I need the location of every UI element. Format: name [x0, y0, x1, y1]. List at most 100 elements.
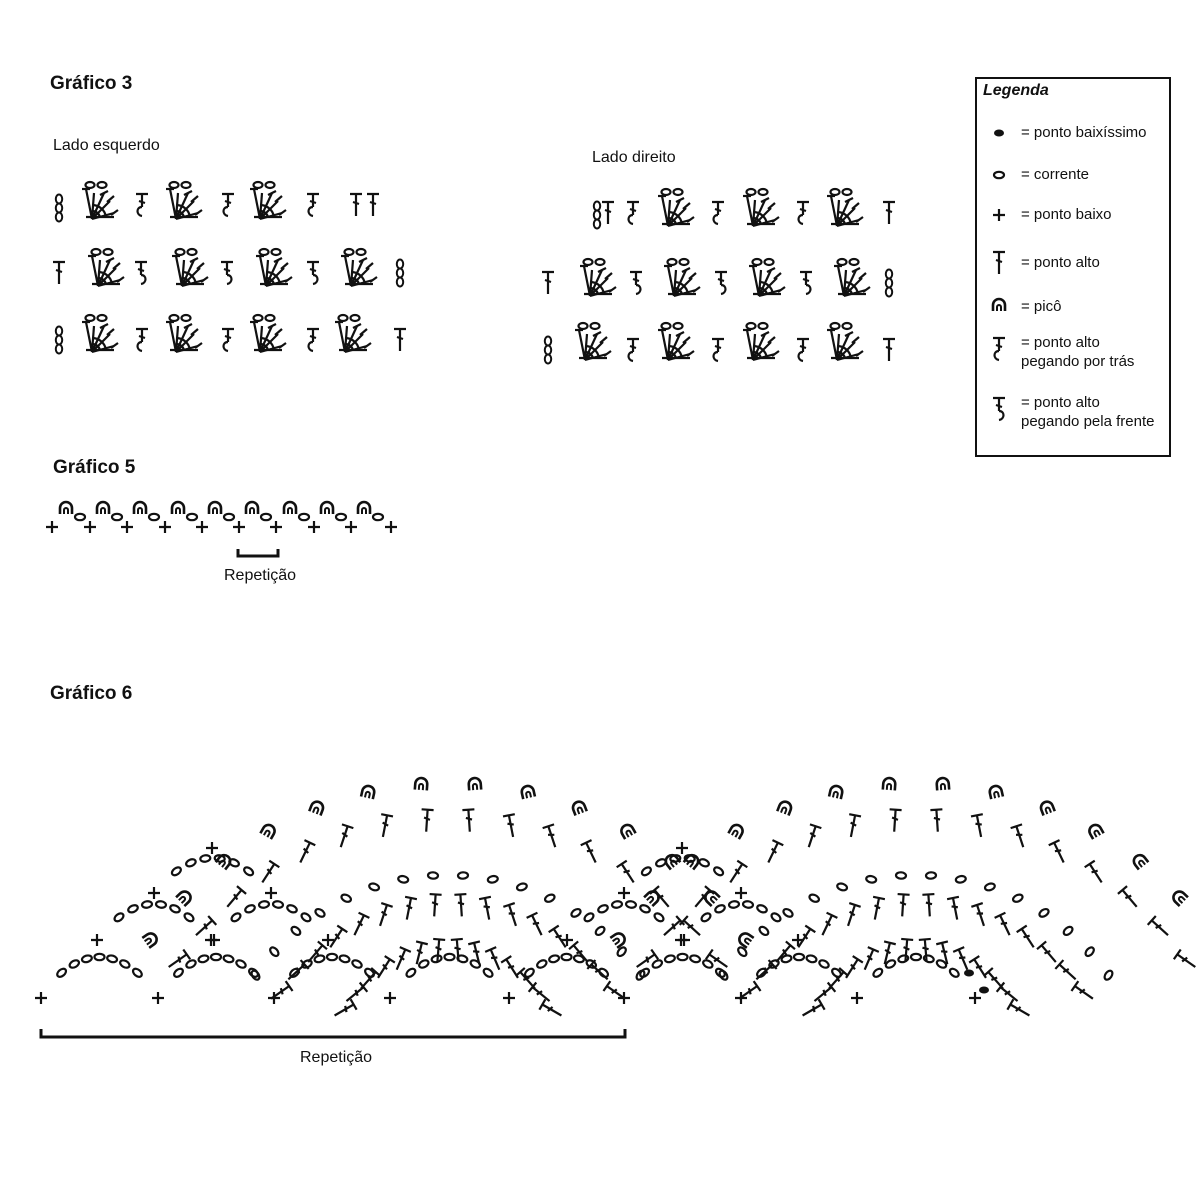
double-crochet-stitch: [1035, 940, 1062, 968]
chain-stitch: [288, 924, 303, 938]
single-crochet-stitch: [146, 885, 162, 901]
double-crochet-stitch: [1015, 924, 1040, 952]
chain-stitch: [80, 953, 94, 965]
chain-stitch: [697, 856, 712, 869]
double-crochet-stitch: [887, 808, 903, 834]
double-crochet-stitch: [839, 954, 864, 983]
picot-stitch: [987, 783, 1005, 801]
double-crochet-stitch: [968, 954, 993, 983]
double-crochet-stitch: [221, 885, 248, 912]
picot-stitch: [727, 821, 747, 841]
double-crochet-stitch: [525, 911, 549, 939]
chain-stitch: [780, 906, 796, 920]
chain-stitch: [1082, 944, 1097, 959]
picot-stitch: [617, 821, 637, 841]
chain-stitch: [816, 957, 832, 971]
double-crochet-stitch: [293, 838, 317, 867]
chain-stitch: [651, 910, 667, 924]
legend-item-double-crochet: = ponto alto: [983, 249, 1169, 289]
double-crochet-stitch: [390, 946, 412, 974]
chain-stitch: [267, 944, 282, 959]
picot-stitch: [1169, 887, 1190, 908]
legend-item-slip-stitch: = ponto baixíssimo: [983, 123, 1169, 163]
chain-stitch: [568, 906, 584, 920]
chain-stitch: [560, 952, 573, 962]
double-crochet-stitch: [283, 958, 310, 985]
chain-stitch: [93, 952, 106, 962]
picot-stitch: [140, 929, 161, 950]
chain-stitch: [624, 899, 638, 910]
chart3-right-label: Lado direito: [592, 149, 676, 166]
double-crochet-stitch: [579, 838, 603, 867]
chart6-pattern: [33, 776, 1200, 1022]
double-crochet-stitch: [501, 813, 521, 840]
chain-stitch: [443, 952, 456, 962]
chain-stitch: [954, 874, 968, 885]
chain-stitch: [688, 953, 702, 965]
double-crochet-stitch: [801, 823, 823, 851]
single-crochet-stitch: [733, 885, 749, 901]
double-crochet-stitch: [427, 892, 443, 918]
chain-stitch: [638, 902, 652, 915]
single-crochet-stitch: [674, 840, 690, 856]
back-post-dc-icon: [991, 336, 1007, 362]
chain-stitch: [168, 902, 182, 915]
picot-stitch: [359, 783, 377, 801]
chain-stitch: [870, 966, 885, 980]
chart3-left-grid: [51, 180, 408, 355]
double-crochet-stitch: [373, 901, 394, 929]
double-crochet-stitch: [1172, 948, 1200, 974]
chain-stitch: [198, 853, 212, 864]
chain-stitch: [804, 953, 819, 965]
slip-stitch: [964, 969, 974, 977]
chain-stitch: [922, 953, 936, 965]
chain-stitch: [416, 957, 431, 971]
picot-stitch: [735, 929, 756, 950]
chain-stitch: [650, 957, 665, 971]
chart6-repeat-label: Repetição: [300, 1049, 373, 1066]
double-crochet-stitch: [921, 892, 937, 918]
single-crochet-stitch: [263, 885, 279, 901]
front-post-dc-icon: [991, 396, 1007, 422]
picot-icon: [991, 297, 1007, 313]
chain-stitch: [105, 953, 119, 965]
double-crochet-stitch: [266, 980, 294, 1005]
double-crochet-stitch: [1047, 838, 1071, 867]
single-crochet-icon: [991, 207, 1007, 223]
chain-stitch: [755, 902, 769, 915]
chain-stitch: [515, 881, 529, 893]
chain-stitch: [271, 899, 285, 910]
double-crochet-stitch: [841, 901, 862, 929]
chart5-row: [44, 500, 399, 558]
chain-stitch: [1061, 924, 1076, 938]
double-crochet-stitch: [347, 911, 371, 939]
single-crochet-stitch: [616, 885, 632, 901]
single-crochet-stitch: [849, 990, 865, 1006]
chain-stitch: [312, 953, 327, 965]
chain-stitch: [337, 953, 352, 965]
chain-stitch: [547, 953, 561, 965]
double-crochet-stitch: [895, 892, 911, 918]
chain-stitch: [233, 957, 249, 971]
single-crochet-stitch: [967, 990, 983, 1006]
double-crochet-stitch: [952, 946, 974, 974]
picot-stitch: [775, 798, 795, 817]
chain-stitch: [367, 881, 381, 893]
double-crochet-stitch: [1146, 914, 1174, 941]
picot-stitch: [467, 776, 483, 792]
chain-stitch: [196, 953, 211, 965]
chain-stitch: [807, 892, 822, 905]
chain-stitch: [67, 957, 82, 971]
chain-stitch: [947, 966, 962, 980]
legend-box: Legenda = ponto baixíssimo = corrente = …: [975, 77, 1171, 457]
chart6-repeat-bracket: [39, 1029, 627, 1039]
chain-stitch: [257, 899, 271, 910]
single-crochet-stitch: [206, 932, 222, 948]
chain-stitch: [741, 899, 755, 910]
chain-stitch: [181, 910, 197, 924]
chain-stitch: [983, 881, 997, 893]
double-crochet-stitch: [615, 859, 640, 887]
chart3-right-grid: [540, 187, 897, 365]
single-crochet-stitch: [150, 990, 166, 1006]
